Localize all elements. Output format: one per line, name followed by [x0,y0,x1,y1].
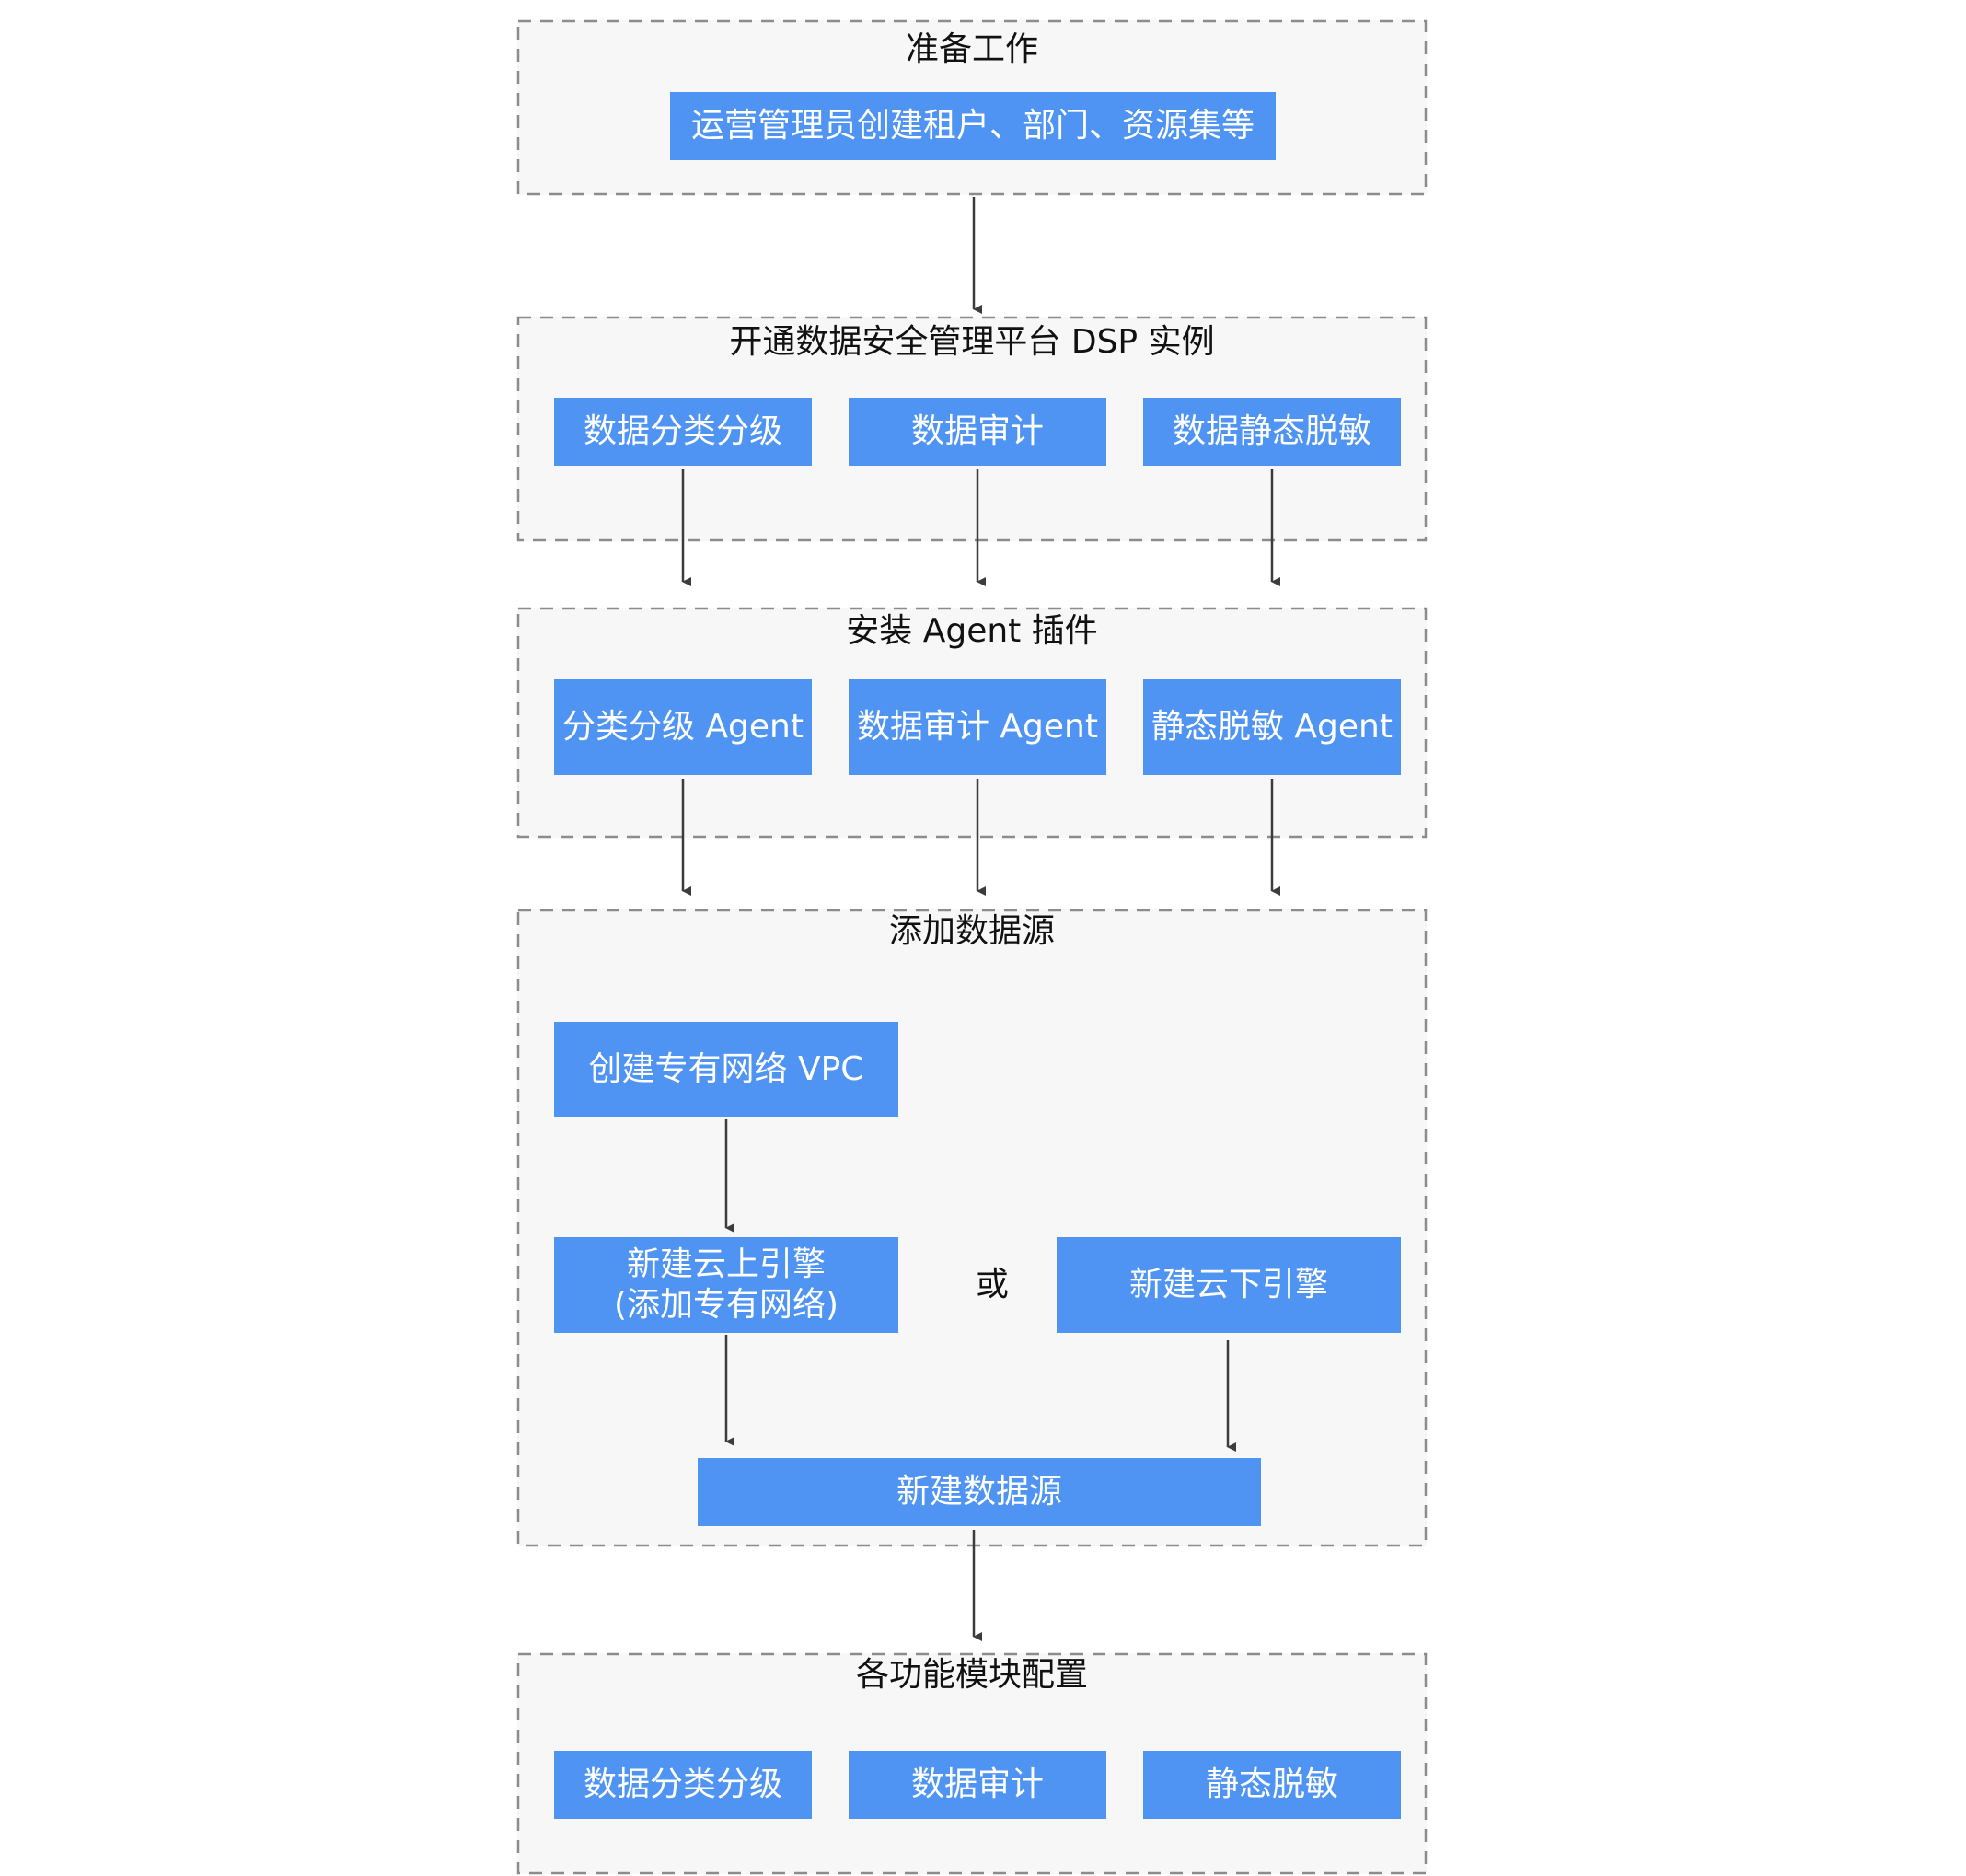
or-label: 或 [975,1266,1009,1303]
cloud-engine-line2: (添加专有网络) [613,1286,839,1324]
box-create-tenant: 运营管理员创建租户、部门、资源集等 [670,92,1276,160]
group-title-prep: 准备工作 [905,30,1038,68]
box-agent-masking: 静态脱敏 Agent [1143,679,1401,775]
box-offcloud-engine: 新建云下引擎 [1057,1237,1401,1333]
group-add-datasource: 添加数据源 [517,909,1427,1546]
box-config-masking: 静态脱敏 [1143,1751,1401,1819]
box-create-vpc: 创建专有网络 VPC [554,1022,898,1117]
group-title-add-datasource: 添加数据源 [888,912,1055,950]
box-agent-classify: 分类分级 Agent [554,679,812,775]
cloud-engine-line1: 新建云上引擎 [626,1245,826,1283]
box-enable-audit: 数据审计 [849,398,1106,466]
box-enable-masking: 数据静态脱敏 [1143,398,1401,466]
group-title-module-config: 各功能模块配置 [855,1656,1088,1694]
box-new-datasource: 新建数据源 [698,1458,1261,1526]
box-agent-audit: 数据审计 Agent [849,679,1106,775]
group-title-install-agent: 安装 Agent 插件 [846,612,1098,650]
box-enable-classify: 数据分类分级 [554,398,812,466]
box-cloud-engine: 新建云上引擎 (添加专有网络) [554,1237,898,1333]
box-config-audit: 数据审计 [849,1751,1106,1819]
group-title-enable-dsp: 开通数据安全管理平台 DSP 实例 [729,323,1215,361]
box-config-classify: 数据分类分级 [554,1751,812,1819]
